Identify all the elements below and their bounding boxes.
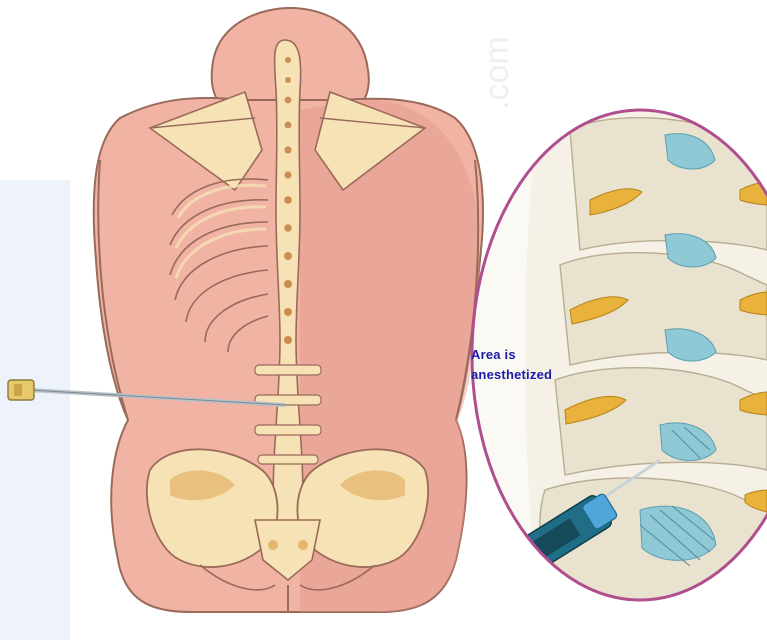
annotation-line-2: anesthetized [471,365,611,385]
annotation-label: Area is anesthetized [471,345,611,385]
watermark-strip [0,180,70,640]
torso [94,8,483,612]
annotation-line-1: Area is [471,345,611,365]
watermark-text: .com [478,36,516,110]
